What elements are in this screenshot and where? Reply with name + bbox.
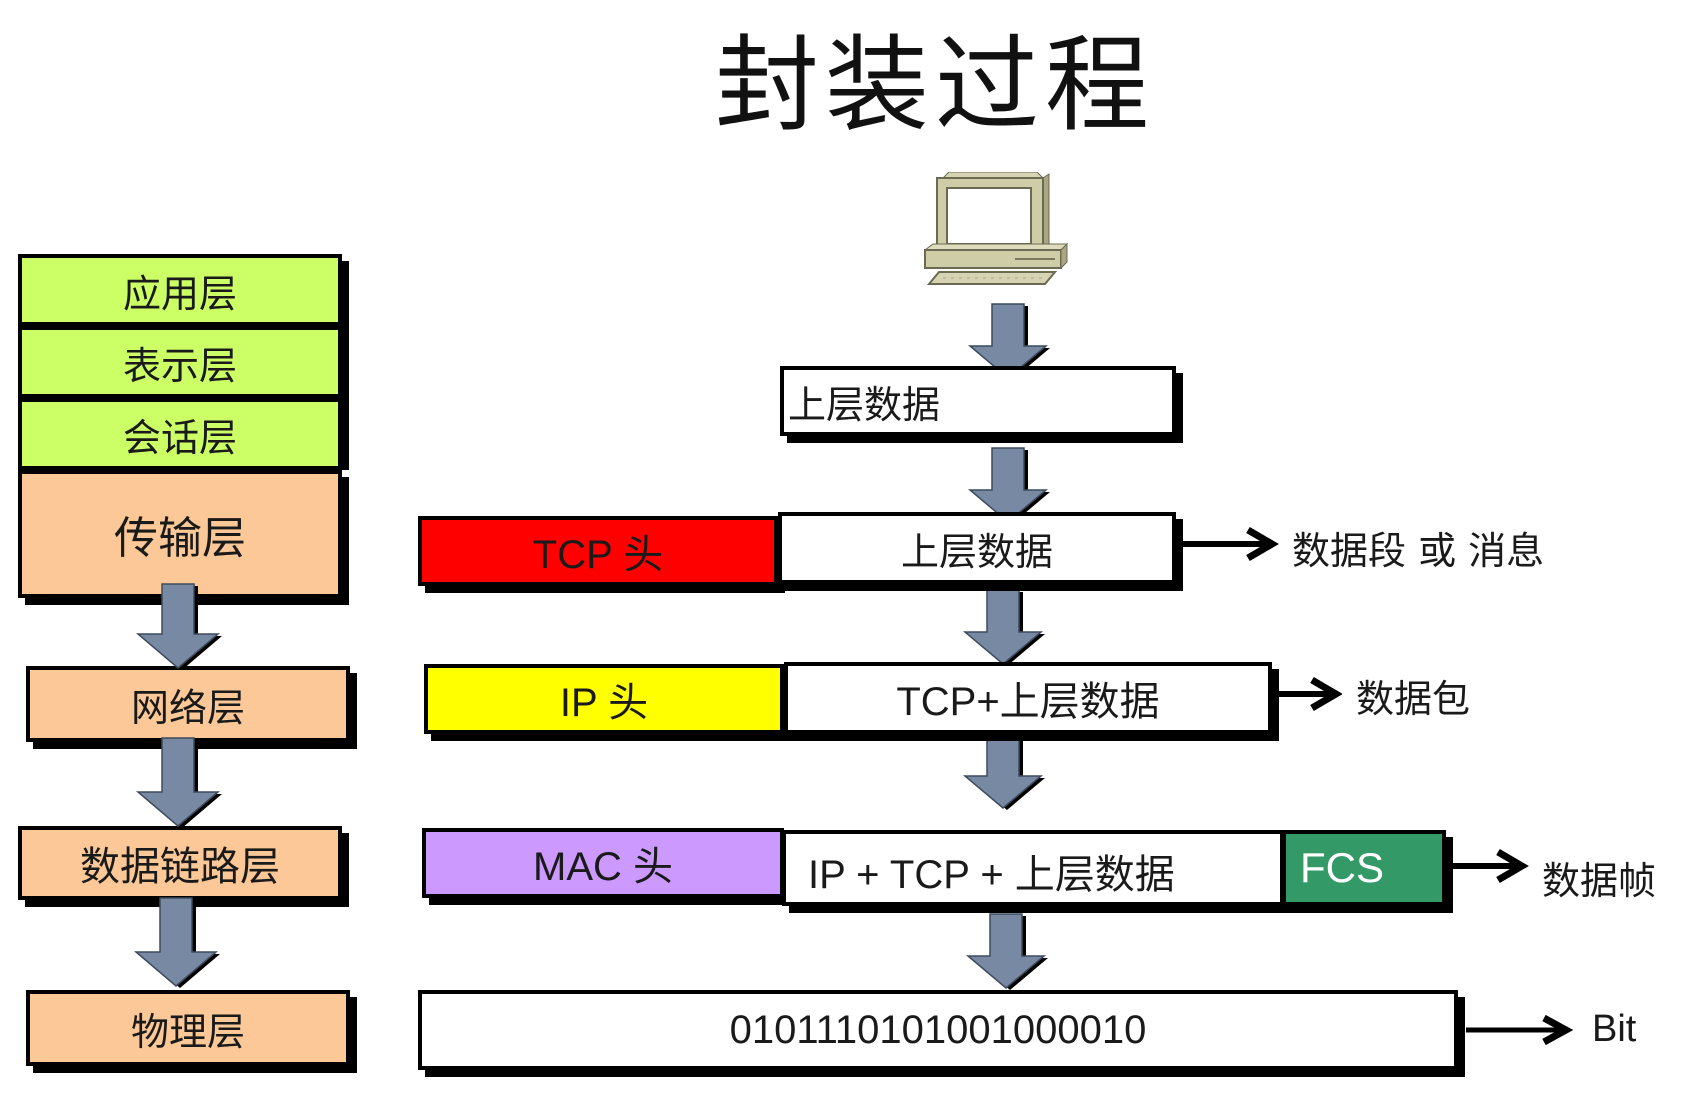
- layer-application: 应用层: [18, 254, 342, 326]
- down-arrow-icon: [967, 303, 1050, 380]
- layer-transport: 传输层: [18, 470, 342, 598]
- layer-data-link-label: 数据链路层: [80, 844, 280, 890]
- down-arrow-icon: [965, 913, 1048, 990]
- right-arrow-icon: [1278, 676, 1342, 712]
- mac-header-label: MAC 头: [533, 845, 673, 889]
- layer-network-label: 网络层: [130, 685, 245, 730]
- packet-payload-block: TCP+上层数据: [784, 662, 1272, 734]
- layer-physical: 物理层: [26, 990, 350, 1066]
- fcs-trailer-label: FCS: [1300, 844, 1384, 891]
- fcs-trailer-block: FCS: [1282, 830, 1446, 906]
- ip-header-block: IP 头: [424, 664, 784, 734]
- down-arrow-icon: [962, 589, 1045, 666]
- segment-payload-block: 上层数据: [778, 512, 1176, 584]
- frame-payload-label: IP + TCP + 上层数据: [808, 853, 1175, 897]
- tcp-header-label: TCP 头: [532, 533, 664, 577]
- tcp-header-block: TCP 头: [418, 516, 778, 586]
- diagram-title: 封装过程: [714, 24, 1155, 146]
- layer-session-label: 会话层: [122, 415, 237, 460]
- layer-presentation-label: 表示层: [122, 343, 237, 388]
- layer-application-label: 应用层: [122, 271, 237, 316]
- segment-pdu-label: 数据段 或 消息: [1292, 529, 1545, 573]
- layer-transport-label: 传输层: [114, 513, 246, 564]
- frame-payload-block: IP + TCP + 上层数据: [782, 830, 1284, 906]
- right-arrow-icon: [1466, 1014, 1574, 1046]
- upper-data-block: 上层数据: [780, 366, 1176, 436]
- layer-presentation: 表示层: [18, 326, 342, 398]
- down-arrow-icon: [967, 447, 1050, 524]
- down-arrow-icon: [135, 737, 222, 828]
- packet-pdu-label: 数据包: [1356, 677, 1471, 721]
- down-arrow-icon: [133, 897, 220, 988]
- layer-network: 网络层: [26, 666, 350, 742]
- right-arrow-icon: [1452, 848, 1529, 884]
- layer-physical-label: 物理层: [130, 1009, 245, 1054]
- ip-header-label: IP 头: [559, 681, 649, 725]
- upper-data-label: 上层数据: [788, 382, 941, 427]
- segment-payload-label: 上层数据: [900, 529, 1053, 574]
- computer-icon: [923, 172, 1069, 285]
- down-arrow-icon: [962, 733, 1045, 810]
- bit-pdu-label: Bit: [1592, 1008, 1637, 1050]
- layer-session: 会话层: [18, 398, 342, 470]
- right-arrow-icon: [1182, 526, 1279, 562]
- frame-pdu-label: 数据帧: [1542, 859, 1657, 903]
- down-arrow-icon: [135, 583, 222, 670]
- bit-stream-block: 0101110101001000010: [418, 990, 1458, 1070]
- layer-data-link: 数据链路层: [18, 826, 342, 900]
- bit-stream-label: 0101110101001000010: [729, 1007, 1147, 1052]
- mac-header-block: MAC 头: [422, 828, 784, 898]
- packet-payload-label: TCP+上层数据: [896, 680, 1160, 724]
